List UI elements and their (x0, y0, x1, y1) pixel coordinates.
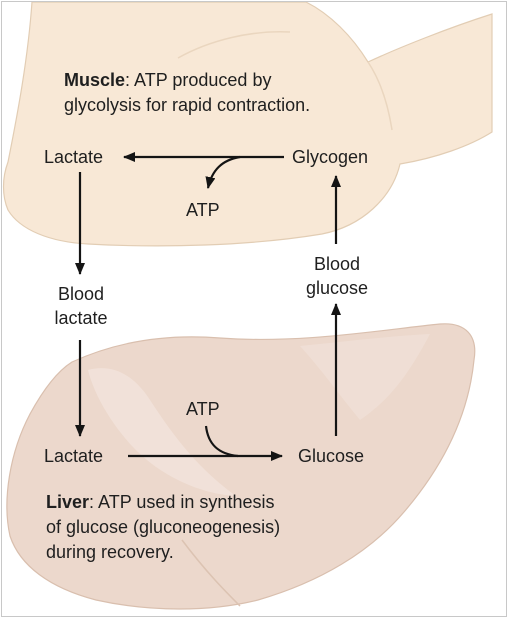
liver-caption: Liver: ATP used in synthesis of glucose … (46, 490, 280, 565)
arrow-atp-input-liver (204, 425, 239, 458)
blood-lactate-line2: lactate (54, 308, 108, 328)
liver-caption-title: Liver (46, 492, 90, 512)
muscle-atp-label: ATP (186, 200, 220, 220)
liver-highlight (300, 334, 430, 420)
arrow-atp-branch-muscle (205, 155, 241, 189)
muscle-lactate-label: Lactate (44, 147, 104, 167)
blood-glucose-line2: glucose (305, 278, 369, 298)
liver-caption-line3: during recovery. (46, 542, 174, 562)
glycogen-label: Glycogen (292, 147, 369, 167)
liver-fold (181, 539, 241, 607)
blood-lactate-label: Blood lactate (36, 282, 126, 330)
liver-lactate-label: Lactate (44, 446, 104, 466)
muscle-fold (177, 30, 291, 59)
liver-caption-line2: of glucose (gluconeogenesis) (46, 517, 281, 537)
muscle-shape (2, 1, 493, 247)
muscle-caption-title: Muscle (64, 70, 126, 90)
muscle-fold (367, 61, 393, 131)
blood-glucose-label: Blood glucose (290, 252, 384, 300)
liver-caption-text: : ATP used in synthesis (89, 492, 275, 512)
blood-lactate-line1: Blood (57, 284, 105, 304)
muscle-caption-line2: glycolysis for rapid contraction. (64, 95, 311, 115)
glucose-label: Glucose (298, 446, 365, 466)
liver-atp-label: ATP (186, 399, 220, 419)
muscle-caption: Muscle: ATP produced by glycolysis for r… (64, 68, 310, 118)
blood-glucose-line1: Blood (313, 254, 361, 274)
muscle-caption-text: : ATP produced by (125, 70, 272, 90)
liver-highlight (88, 368, 236, 496)
